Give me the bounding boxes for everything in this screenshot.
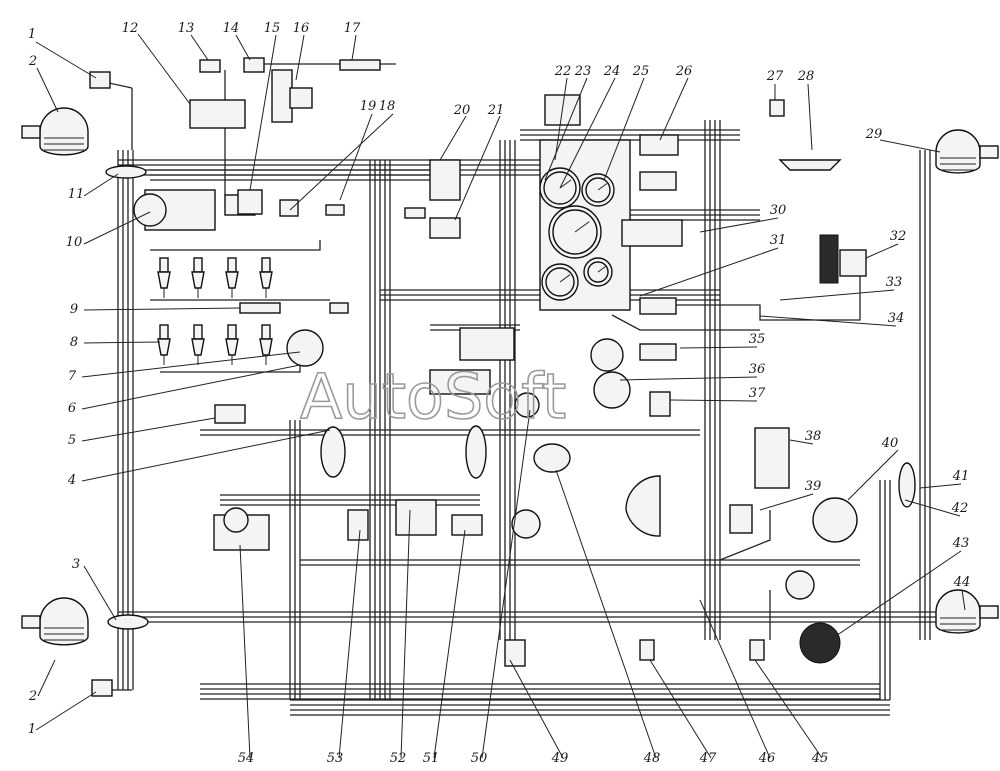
callout-16: 16 bbox=[293, 21, 310, 36]
callout-18: 18 bbox=[379, 99, 396, 114]
watermark: AutoSoft bbox=[300, 360, 566, 433]
callout-39: 39 bbox=[805, 479, 822, 494]
callout-13: 13 bbox=[178, 21, 195, 36]
callout-38: 38 bbox=[805, 429, 822, 444]
callout-33: 33 bbox=[886, 275, 903, 290]
callout-47: 47 bbox=[699, 751, 717, 766]
callout-12: 12 bbox=[122, 21, 139, 36]
callout-52: 52 bbox=[390, 751, 407, 766]
callout-31: 31 bbox=[770, 233, 787, 248]
callout-27: 27 bbox=[766, 69, 784, 84]
callout-21: 21 bbox=[487, 103, 505, 118]
callout-20: 20 bbox=[453, 103, 471, 118]
callout-29: 29 bbox=[865, 127, 883, 142]
callout-34: 34 bbox=[888, 311, 905, 326]
leader-lines bbox=[35, 33, 966, 759]
callout-7: 7 bbox=[68, 369, 77, 384]
callout-8: 8 bbox=[70, 335, 78, 350]
callout-46: 46 bbox=[758, 751, 776, 766]
callout-10: 10 bbox=[66, 235, 83, 250]
callout-2: 2 bbox=[28, 689, 37, 704]
callout-45: 45 bbox=[811, 751, 829, 766]
callout-1: 1 bbox=[28, 27, 36, 42]
callout-35: 35 bbox=[749, 332, 766, 347]
callout-2: 2 bbox=[28, 54, 37, 69]
callout-49: 49 bbox=[551, 751, 569, 766]
callout-50: 50 bbox=[471, 751, 488, 766]
callout-30: 30 bbox=[770, 203, 787, 218]
callout-28: 28 bbox=[797, 69, 815, 84]
callout-32: 32 bbox=[890, 229, 907, 244]
callout-37: 37 bbox=[749, 386, 766, 401]
wire-harness bbox=[94, 63, 945, 716]
callout-3: 3 bbox=[72, 557, 80, 572]
callout-24: 24 bbox=[603, 64, 621, 79]
callout-36: 36 bbox=[749, 362, 766, 377]
callout-54: 54 bbox=[238, 751, 255, 766]
callout-48: 48 bbox=[643, 751, 661, 766]
callout-6: 6 bbox=[68, 401, 76, 416]
callout-42: 42 bbox=[951, 501, 969, 516]
callout-15: 15 bbox=[264, 21, 281, 36]
callout-11: 11 bbox=[68, 187, 85, 202]
callout-43: 43 bbox=[952, 536, 970, 551]
callout-51: 51 bbox=[423, 751, 440, 766]
callout-22: 22 bbox=[554, 64, 572, 79]
callout-26: 26 bbox=[675, 64, 693, 79]
callout-14: 14 bbox=[223, 21, 240, 36]
components bbox=[21, 57, 999, 697]
callout-53: 53 bbox=[327, 751, 344, 766]
callout-25: 25 bbox=[632, 64, 650, 79]
callout-41: 41 bbox=[952, 469, 970, 484]
callout-1: 1 bbox=[28, 722, 36, 737]
callout-9: 9 bbox=[70, 302, 78, 317]
callout-17: 17 bbox=[344, 21, 361, 36]
callout-23: 23 bbox=[574, 64, 592, 79]
callout-5: 5 bbox=[68, 433, 76, 448]
callout-44: 44 bbox=[953, 575, 971, 590]
callout-40: 40 bbox=[881, 436, 899, 451]
callout-19: 19 bbox=[360, 99, 377, 114]
callout-4: 4 bbox=[67, 473, 76, 488]
